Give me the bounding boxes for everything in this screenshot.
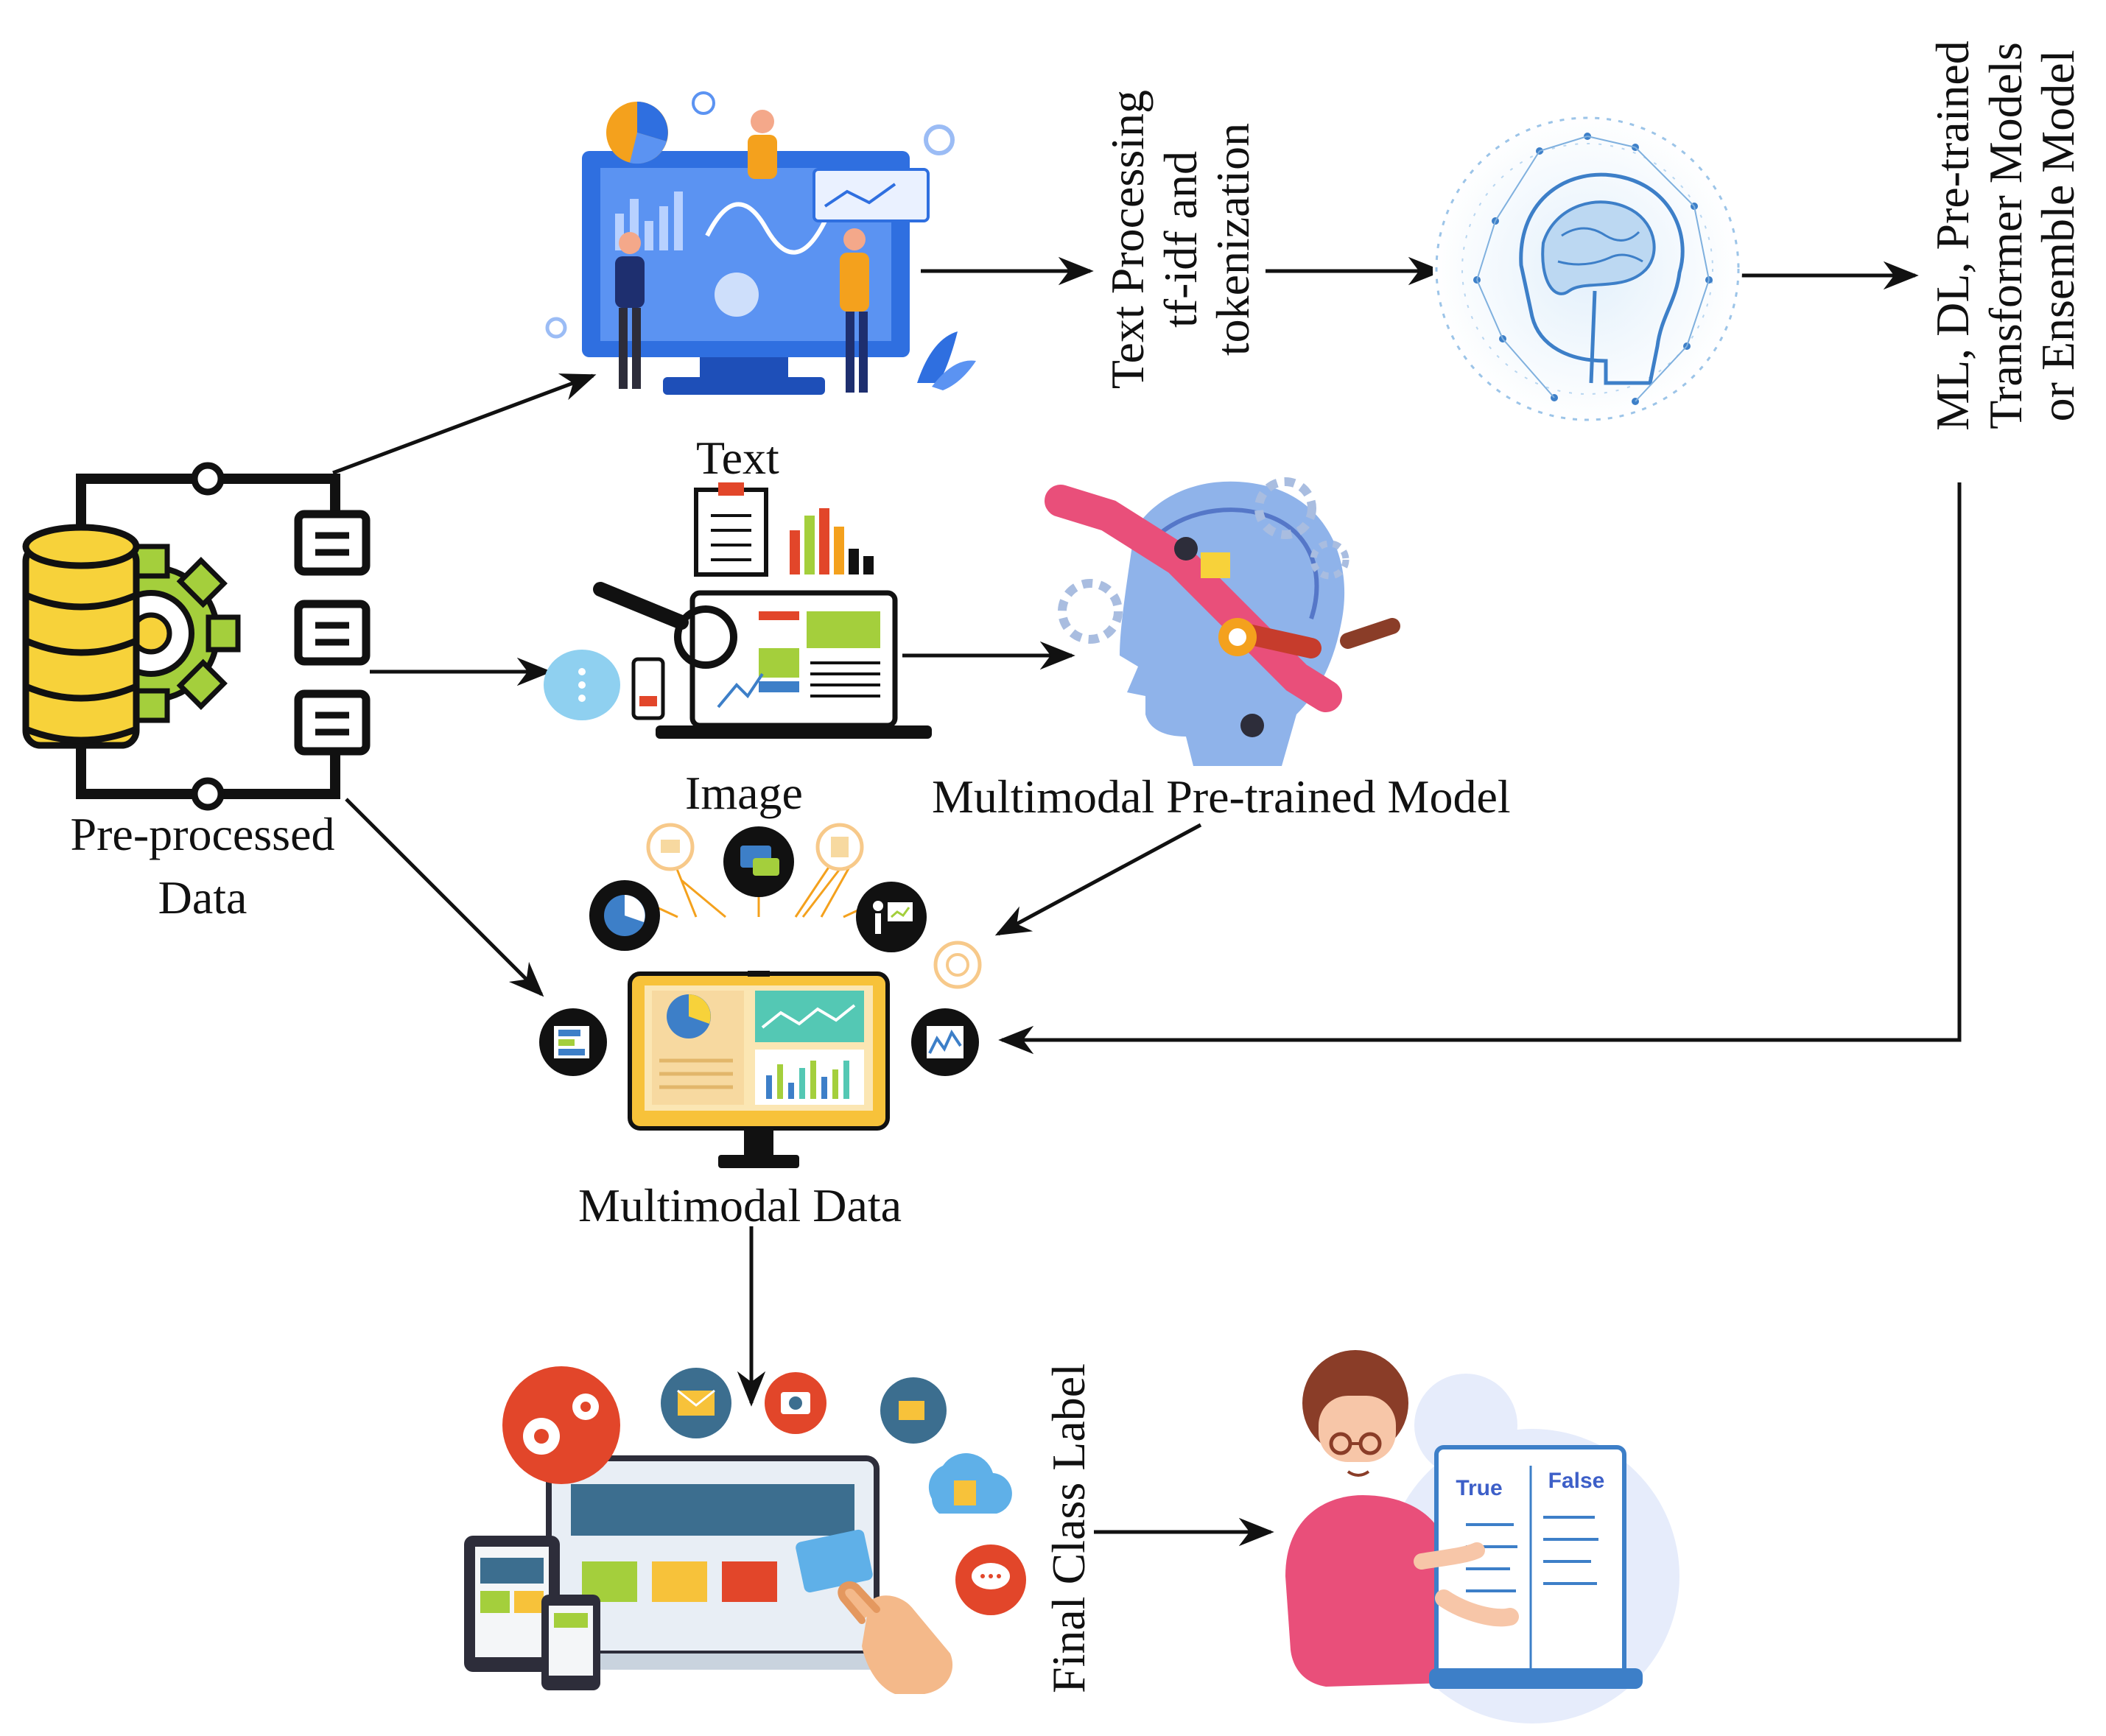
multimodal-data-label: Multimodal Data (578, 1179, 902, 1231)
text-processing-line1: Text Processing (1101, 89, 1154, 390)
image-label: Image (685, 767, 803, 819)
final-class-label: Final Class Label (1042, 1363, 1095, 1693)
multimodal-head-icon (1045, 477, 1400, 766)
preprocessed-data-label: Pre-processed Data (44, 803, 361, 930)
ai-brain-icon (1433, 114, 1742, 424)
models-line1: ML, DL, Pre-trained (1926, 41, 1979, 431)
preprocessed-line2: Data (158, 871, 248, 924)
models-line2: Transformer Models (1979, 42, 2032, 429)
false-label: False (1548, 1469, 1605, 1493)
image-laptop-icon (544, 482, 932, 739)
text-processing-label: Text Processing tf-idf and tokenization (1101, 66, 1260, 412)
arrow-data-to-multimodal (345, 798, 544, 997)
multimodal-model-label: Multimodal Pre-trained Model (932, 770, 1511, 823)
arrow-data-to-text (332, 373, 597, 475)
arrow-model-to-multimodal (994, 823, 1202, 936)
arrow-models-to-multimodal (998, 482, 1962, 1055)
output-devices-icon (464, 1366, 1026, 1694)
text-label: Text (696, 432, 779, 484)
multimodal-monitor-icon (539, 823, 982, 1168)
models-label: ML, DL, Pre-trained Transformer Models o… (1926, 7, 2085, 464)
verdict-person-icon: True False (1285, 1350, 1679, 1723)
text-analytics-monitor-icon (545, 91, 976, 395)
preprocessed-line1: Pre-processed (70, 808, 335, 860)
text-processing-line2: tf-idf and (1154, 151, 1207, 328)
true-label: True (1456, 1476, 1502, 1500)
arrows (332, 256, 1962, 1547)
models-line3: or Ensemble Model (2032, 49, 2085, 422)
text-processing-line3: tokenization (1207, 122, 1260, 356)
database-gear-icon (22, 462, 371, 811)
